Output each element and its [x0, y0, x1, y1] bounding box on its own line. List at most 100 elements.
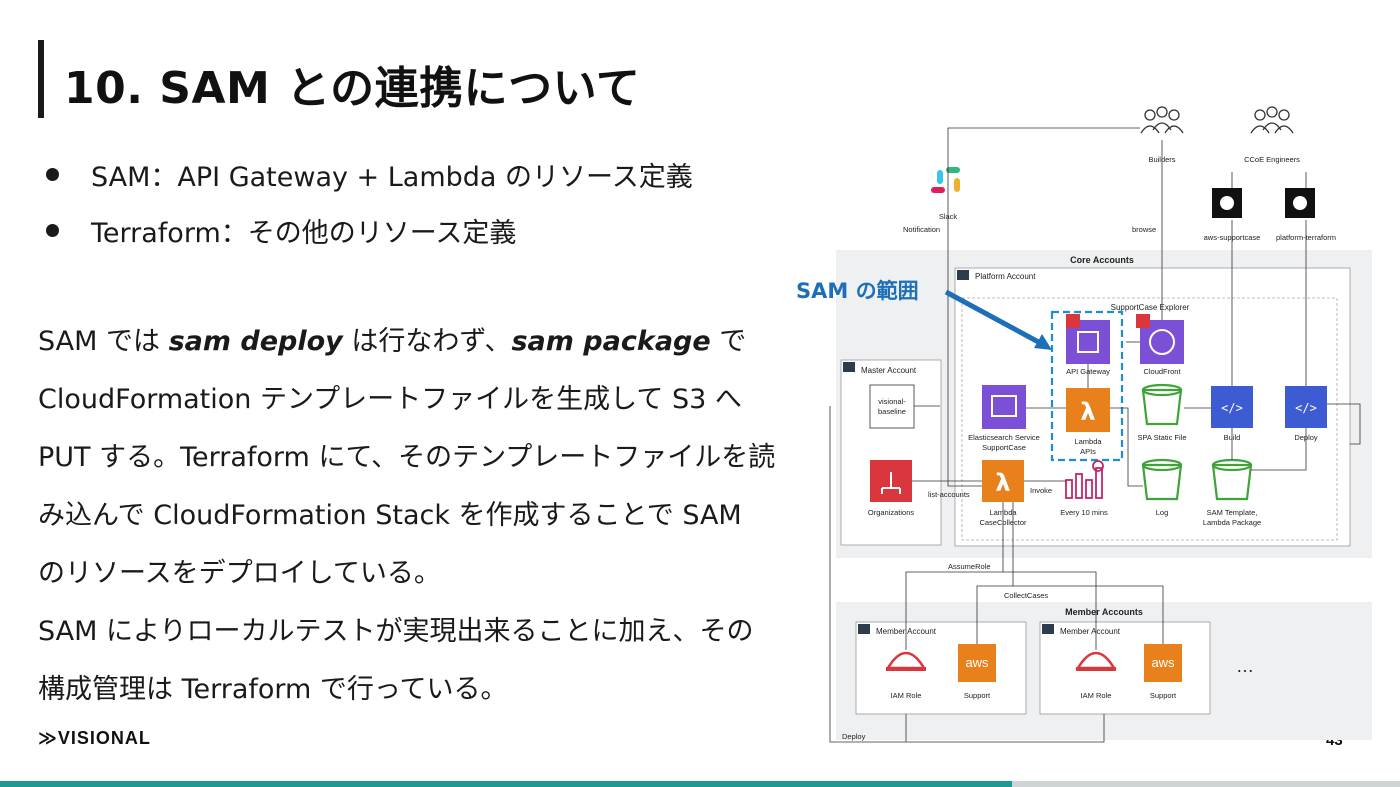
schedule-label: Every 10 mins — [1060, 508, 1108, 517]
api-gateway-icon — [1077, 331, 1099, 353]
supportcase-explorer-box — [961, 297, 1338, 541]
member-accounts-label: Member Accounts — [1065, 607, 1143, 617]
code-symbol: </> — [1221, 401, 1243, 415]
bullet-text: Terraform：その他のリソース定義 — [91, 217, 517, 249]
master-account-label: Master Account — [861, 366, 917, 375]
support-label: Support — [964, 691, 991, 700]
support-label: Support — [1150, 691, 1177, 700]
organizations-label: Organizations — [868, 508, 915, 517]
s3-bucket-icon — [1141, 463, 1183, 501]
list-accounts-label: list-accounts — [928, 490, 970, 499]
invoke-label: Invoke — [1030, 486, 1052, 495]
lambda-apis-label: APIs — [1080, 447, 1096, 456]
architecture-diagram: Core Accounts Platform Account SupportCa… — [829, 106, 1372, 743]
body-line: のリソースをデプロイしている。 — [38, 558, 441, 589]
body-line: 構成管理は Terraform で行っている。 — [38, 674, 508, 705]
body-line: SAM では sam deploy は行なわず、sam package で — [38, 318, 828, 376]
aws-logo-text: aws — [1151, 655, 1175, 670]
cloudfront-label: CloudFront — [1143, 367, 1181, 376]
bullet-item: SAM：API Gateway + Lambda のリソース定義 — [46, 146, 693, 202]
elasticsearch-label: SupportCase — [982, 443, 1026, 452]
spa-static-label: SPA Static File — [1137, 433, 1186, 442]
iam-role-icon — [886, 667, 926, 671]
collect-cases-label: CollectCases — [1004, 591, 1048, 600]
sam-template-label: Lambda Package — [1203, 518, 1261, 527]
notification-label: Notification — [903, 225, 940, 234]
sam-template-label: SAM Template, — [1207, 508, 1258, 517]
visional-logo: ≫VISIONAL — [38, 728, 151, 748]
body-text-segment: SAM では — [38, 326, 169, 357]
iam-role-label: IAM Role — [1081, 691, 1112, 700]
bullet-dot-icon — [46, 223, 59, 237]
schedule-icon — [1065, 460, 1104, 499]
slack-icon — [931, 167, 960, 193]
title-accent-bar — [38, 40, 44, 118]
body-text-segment: は行なわず、 — [342, 326, 512, 357]
elasticsearch-icon — [991, 395, 1017, 417]
aws-support-icon — [1144, 644, 1182, 682]
iam-role-label: IAM Role — [891, 691, 922, 700]
body-text-segment: で — [710, 326, 747, 357]
code-symbol: </> — [1295, 401, 1317, 415]
iam-role-icon — [1076, 667, 1116, 671]
body-line: SAM によりローカルテストが実現出来ることに加え、その — [38, 616, 754, 647]
lambda-casecollector-label: Lambda — [989, 508, 1017, 517]
visional-baseline-label: baseline — [878, 407, 906, 416]
bullet-item: Terraform：その他のリソース定義 — [46, 202, 693, 258]
cloudfront-icon — [1149, 329, 1175, 355]
footer-grey-bar — [1012, 781, 1400, 787]
aws-account-icon — [858, 624, 870, 634]
core-accounts-label: Core Accounts — [1070, 255, 1134, 265]
platform-account-label: Platform Account — [975, 272, 1036, 281]
visional-baseline-label: visional- — [878, 397, 906, 406]
aws-account-icon — [1042, 624, 1054, 634]
codebuild-icon — [1285, 386, 1327, 428]
sam-scope-label: SAM の範囲 — [796, 279, 919, 303]
codebuild-icon — [1211, 386, 1253, 428]
lambda-apis-label: Lambda — [1074, 437, 1102, 446]
visional-baseline-box — [869, 384, 915, 429]
assume-role-label: AssumeRole — [948, 562, 991, 571]
bullet-dot-icon — [46, 167, 59, 181]
aws-account-icon — [843, 362, 855, 372]
more-accounts-ellipsis: … — [1236, 656, 1254, 676]
browse-label: browse — [1132, 225, 1156, 234]
s3-bucket-icon — [1211, 463, 1253, 501]
deploy-bottom-label: Deploy — [842, 732, 866, 741]
ccoe-users-icon — [1250, 106, 1294, 134]
lambda-symbol: λ — [995, 469, 1010, 497]
waf-icon — [1066, 314, 1080, 328]
bullet-list: SAM：API Gateway + Lambda のリソース定義 Terrafo… — [46, 146, 693, 258]
footer-accent-bar — [0, 781, 1012, 787]
member-account-label: Member Account — [1060, 627, 1121, 636]
sam-scope-box — [1050, 310, 1124, 462]
sam-scope-arrow — [944, 289, 1046, 348]
body-line: み込んで CloudFormation Stack を作成することで SAM — [38, 500, 742, 531]
s3-bucket-icon — [1141, 383, 1183, 397]
builders-users-icon — [1140, 106, 1184, 134]
log-label: Log — [1156, 508, 1169, 517]
s3-bucket-icon — [1141, 388, 1183, 426]
github-icon — [1293, 196, 1307, 210]
member-account-label: Member Account — [876, 627, 937, 636]
body-line: CloudFormation テンプレートファイルを生成して S3 へ — [38, 384, 742, 415]
s3-bucket-icon — [1141, 458, 1183, 472]
code-term: sam package — [511, 326, 711, 357]
elasticsearch-icon — [982, 385, 1026, 429]
supportcase-explorer-label: SupportCase Explorer — [1111, 303, 1190, 312]
slide-title: 10. SAM との連携について — [64, 63, 641, 114]
lambda-casecollector-icon — [982, 460, 1024, 502]
body-line: PUT する。Terraform にて、そのテンプレートファイルを読 — [38, 442, 776, 473]
github-icon — [1220, 196, 1234, 210]
body-paragraph: SAM では sam deploy は行なわず、sam package で Cl… — [38, 318, 828, 724]
connector-lines — [829, 127, 1361, 743]
sam-scope-arrowhead — [1034, 334, 1052, 350]
lambda-symbol: λ — [1080, 398, 1095, 426]
lambda-apis-icon — [1066, 388, 1110, 432]
organizations-icon — [881, 472, 901, 494]
bullet-text: SAM：API Gateway + Lambda のリソース定義 — [91, 161, 693, 193]
member-account-box — [855, 621, 1027, 715]
aws-logo-text: aws — [965, 655, 989, 670]
waf-icon — [1136, 314, 1150, 328]
